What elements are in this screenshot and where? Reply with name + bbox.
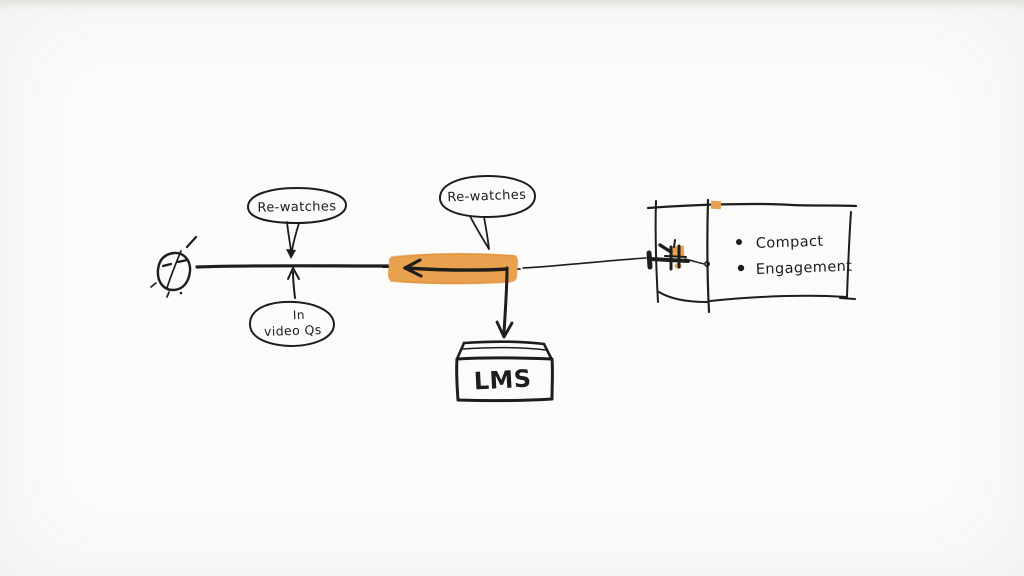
bubble-label: Re-watches <box>447 188 526 206</box>
rewatch-bubble-right: Re-watches <box>438 175 536 250</box>
orange-mark-top <box>710 200 722 210</box>
note-line2: video Qs <box>264 322 322 339</box>
video-camera-icon <box>646 239 710 271</box>
note-line1: In <box>293 308 305 322</box>
in-video-qs-note: In video Qs <box>248 267 335 347</box>
panel-right-bottom-tick <box>839 297 856 300</box>
timeline-line-left <box>195 264 390 269</box>
clock-face-icon <box>150 235 198 298</box>
panel-divider <box>706 198 711 314</box>
panel-item-label: Compact <box>756 234 824 252</box>
bubble-tail-arrowhead <box>286 249 296 259</box>
lms-label: LMS <box>473 365 532 396</box>
feature-panel: Compact Engagement <box>646 198 858 314</box>
panel-bottom-edge <box>709 294 848 302</box>
bubble-label: Re-watches <box>257 199 336 215</box>
panel-right-edge <box>846 211 852 297</box>
panel-left-bottom <box>658 291 708 303</box>
down-arrow <box>495 266 514 339</box>
list-item: Engagement <box>737 259 853 278</box>
dot-icon <box>736 239 742 245</box>
lms-box: LMS <box>455 340 554 403</box>
panel-left-edge <box>654 200 659 303</box>
panel-item-label: Engagement <box>756 259 853 278</box>
timeline-line-right <box>522 257 647 269</box>
panel-top-edge <box>646 202 858 210</box>
dot-icon <box>737 264 745 272</box>
left-arrow <box>382 258 509 278</box>
list-item: Compact <box>736 234 824 252</box>
rewatch-bubble-left: Re-watches <box>247 187 347 259</box>
